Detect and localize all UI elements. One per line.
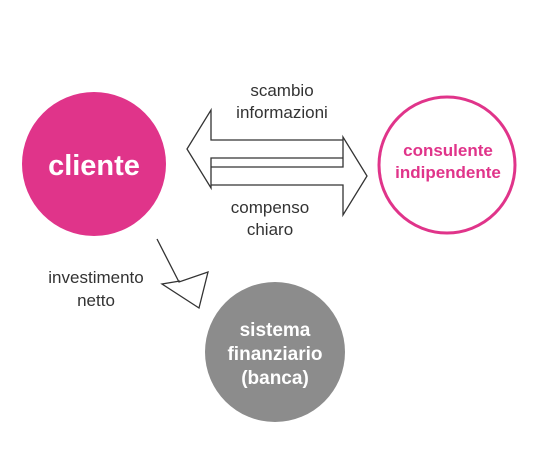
sistema-circle: [205, 282, 345, 422]
cliente-circle: [22, 92, 166, 236]
sistema-label-line1: sistema: [240, 320, 311, 341]
arrow-left-icon: [186, 107, 343, 191]
node-cliente: cliente: [22, 92, 166, 236]
scambio-label-line2: informazioni: [236, 103, 328, 122]
arrow-right-icon: [211, 134, 368, 218]
investimento-label-line1: investimento: [48, 268, 143, 287]
edge-investimento-netto: investimento netto: [48, 238, 209, 310]
consulente-label-line2: indipendente: [395, 163, 501, 182]
scambio-label-line1: scambio: [250, 81, 313, 100]
investimento-label-line2: netto: [77, 291, 115, 310]
arrow-down-right-icon: [156, 238, 209, 310]
consulente-circle: [377, 95, 517, 235]
edge-compenso-chiaro: compenso chiaro: [211, 134, 368, 239]
edge-scambio-informazioni: scambio informazioni: [186, 81, 343, 191]
node-consulente-indipendente: consulente indipendente: [377, 95, 517, 235]
compenso-label-line2: chiaro: [247, 220, 293, 239]
sistema-label-line3: (banca): [241, 368, 309, 389]
sistema-label-line2: finanziario: [227, 344, 322, 365]
cliente-label: cliente: [48, 150, 140, 182]
compenso-label-line1: compenso: [231, 198, 309, 217]
node-sistema-finanziario: sistema finanziario (banca): [205, 282, 345, 422]
consulente-label-line1: consulente: [403, 141, 493, 160]
